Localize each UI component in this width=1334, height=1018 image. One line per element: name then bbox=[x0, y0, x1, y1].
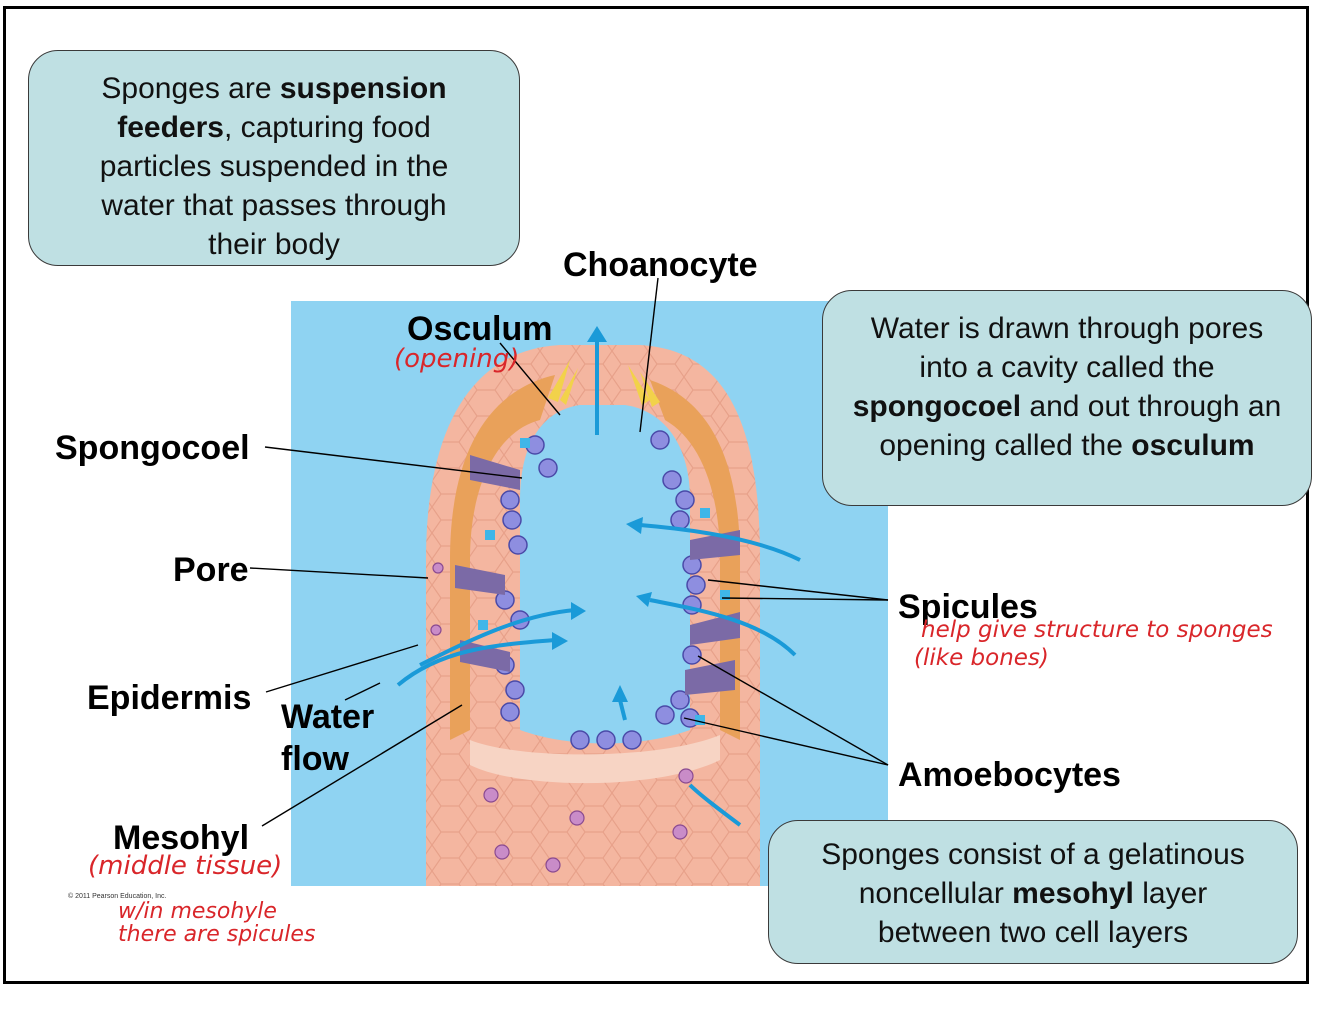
pore-channels bbox=[455, 455, 740, 695]
callout-text: and out through an opening called the bbox=[879, 390, 1282, 462]
note-spicules-bones: (like bones) bbox=[914, 645, 1049, 671]
callout-bold-term: spongocoel bbox=[852, 390, 1022, 423]
callout-mesohyl: Sponges consist of a gelatinous noncellu… bbox=[768, 820, 1298, 964]
label-spongocoel: Spongocoel bbox=[55, 429, 250, 467]
choanocyte-cells bbox=[495, 430, 706, 750]
label-water-flow-line1: Water bbox=[281, 698, 375, 736]
amoebocyte-cells bbox=[478, 438, 730, 725]
label-spicules: Spicules bbox=[898, 588, 1038, 626]
leader-lines bbox=[249, 277, 889, 827]
label-pore: Pore bbox=[173, 551, 249, 589]
callout-bold-term: suspension feeders bbox=[117, 72, 447, 144]
sponge-body bbox=[426, 345, 760, 886]
label-choanocyte: Choanocyte bbox=[563, 246, 758, 284]
label-water-flow-line2: flow bbox=[281, 740, 349, 778]
callout-water-flow: Water is drawn through pores into a cavi… bbox=[822, 290, 1312, 506]
callout-bold-term: osculum bbox=[1131, 429, 1255, 462]
callout-bold-term: mesohyl bbox=[1012, 877, 1134, 910]
label-epidermis: Epidermis bbox=[87, 679, 252, 717]
label-osculum: Osculum bbox=[407, 310, 553, 348]
epidermal-cells bbox=[430, 562, 694, 873]
callout-text: Sponges consist of a gelatinous noncellu… bbox=[821, 838, 1245, 910]
note-opening: (opening) bbox=[394, 344, 520, 374]
label-amoebocytes: Amoebocytes bbox=[898, 756, 1121, 794]
callout-suspension-feeders: Sponges are suspension feeders, capturin… bbox=[28, 50, 520, 266]
note-within-mesohyl: w/in mesohyle bbox=[118, 899, 277, 924]
label-mesohyl: Mesohyl bbox=[113, 819, 250, 857]
callout-text: Sponges are bbox=[101, 72, 280, 105]
water-flow-arrows bbox=[396, 340, 801, 827]
copyright-notice: © 2011 Pearson Education, Inc. bbox=[68, 893, 167, 900]
note-middle-tissue: (middle tissue) bbox=[88, 851, 283, 881]
note-spicules-structure: help give structure to sponges bbox=[921, 617, 1273, 643]
callout-text: layer between two cell layers bbox=[877, 877, 1208, 949]
callout-text: , capturing food particles suspended in … bbox=[99, 111, 449, 261]
arrow-heads bbox=[552, 326, 652, 702]
callout-text: Water is drawn through pores into a cavi… bbox=[870, 312, 1264, 384]
note-there-are-spicules: there are spicules bbox=[118, 922, 316, 947]
